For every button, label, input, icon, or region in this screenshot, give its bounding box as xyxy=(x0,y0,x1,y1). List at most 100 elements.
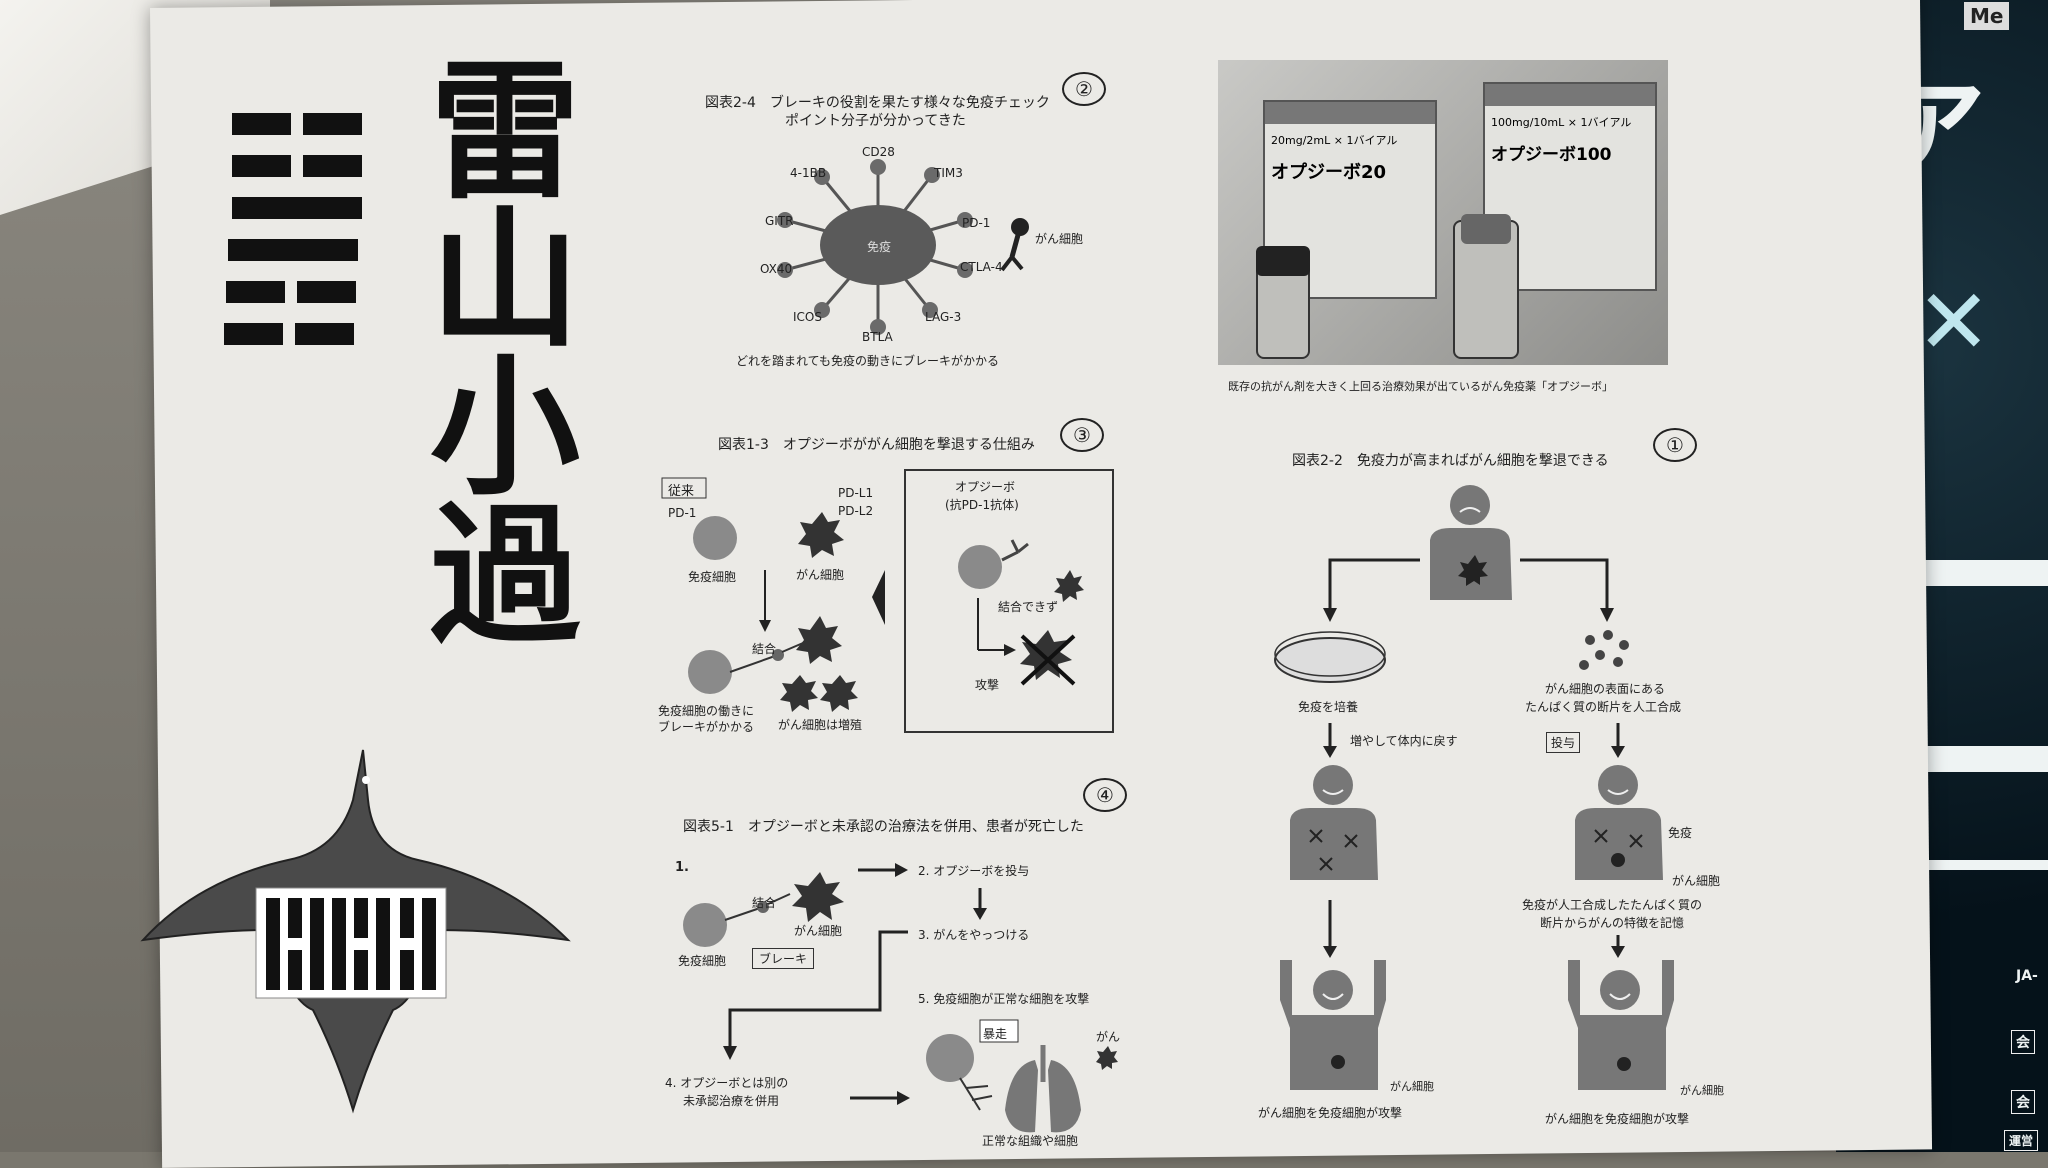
fig51-step4-2: 未承認治療を併用 xyxy=(683,1094,780,1108)
hexagram-icon xyxy=(224,113,362,345)
antibody-icon xyxy=(1001,539,1029,562)
fig22-culture: 免疫を培養 xyxy=(1298,700,1359,714)
fig22-return: 増やして体内に戻す xyxy=(1350,734,1458,748)
protein-fragments-icon xyxy=(1579,630,1629,670)
fig51-cancer: がん xyxy=(1096,1030,1121,1044)
patient-top-icon xyxy=(1430,485,1512,600)
fig22-memory-1: 免疫が人工合成したたんぱく質の xyxy=(1522,898,1703,912)
box20-dose: 20mg/2mL × 1バイアル xyxy=(1271,134,1398,147)
vial-large xyxy=(1453,214,1519,359)
magazine-kai: 会 xyxy=(2011,1030,2035,1054)
bird-chest-panel xyxy=(255,887,447,999)
fig13-immune-cell: 免疫細胞 xyxy=(688,570,737,584)
immune-cell-shape xyxy=(820,205,936,285)
circled-number-4: ④ xyxy=(1083,778,1127,812)
lungs-icon xyxy=(1005,1045,1081,1133)
runaway-box xyxy=(979,1019,1019,1043)
magazine-unei: 運営 xyxy=(2004,1130,2039,1151)
fig13-diagram xyxy=(661,469,1114,733)
fig51-title: 図表5-1 オプジーボと未承認の治療法を併用、患者が死亡した xyxy=(683,819,1084,835)
fig51-bind: 結合 xyxy=(752,896,777,910)
title-char-2: 山 xyxy=(429,192,580,368)
fig22-cancer: がん細胞 xyxy=(1672,874,1721,888)
immune-cell-icon xyxy=(683,903,727,947)
opdivo-box-20: 20mg/2mL × 1バイアル オプジーボ20 xyxy=(1263,100,1437,299)
hexagram-title: 雷 山 小 過 xyxy=(420,44,590,664)
fig22-attack-left: がん細胞を免疫細胞が攻撃 xyxy=(1258,1106,1403,1120)
title-char-4: 過 xyxy=(429,488,580,664)
box100-dose: 100mg/10mL × 1バイアル xyxy=(1491,116,1632,129)
fig51-step1: 1. xyxy=(675,860,689,875)
fig22-immune: 免疫 xyxy=(1668,826,1693,840)
box20-brand: オプジーボ20 xyxy=(1271,162,1387,183)
fig22-title: 図表2-2 免疫力が高まればがん細胞を撃退できる xyxy=(1292,453,1609,469)
bird-hexagram-icon xyxy=(266,898,436,990)
fig51-immune-cell: 免疫細胞 xyxy=(678,954,727,968)
title-char-3: 小 xyxy=(429,340,580,516)
title-char-1: 雷 xyxy=(429,44,580,220)
magazine-rule xyxy=(1896,860,2048,870)
photo-caption: 既存の抗がん剤を大きく上回る治療効果が出ているがん免疫薬「オプジーボ」 xyxy=(1228,380,1613,393)
cancer-figure-icon xyxy=(1000,218,1029,272)
fig13-conventional: 従来 xyxy=(668,484,695,499)
patient-right-bottom-icon xyxy=(1568,960,1674,1090)
fig13-title: 図表1-3 オプジーボががん細胞を撃退する仕組み xyxy=(718,437,1035,453)
fig13-brake-2: ブレーキがかかる xyxy=(658,720,755,734)
fig24-molecule-lag3: LAG-3 xyxy=(925,310,962,324)
circled-number-2: ② xyxy=(1062,72,1106,106)
trident-icon xyxy=(959,1077,993,1111)
petri-dish-icon xyxy=(1274,637,1386,683)
fig13-pdl2: PD-L2 xyxy=(838,504,874,518)
fig24-diagram xyxy=(777,159,1029,335)
fig22-attack-right: がん細胞を免疫細胞が攻撃 xyxy=(1545,1112,1690,1126)
magazine-ja: JA- xyxy=(2016,968,2038,984)
fig13-pdl1: PD-L1 xyxy=(838,486,874,500)
opdivo-photo: 20mg/2mL × 1バイアル オプジーボ20 100mg/10mL × 1バ… xyxy=(1218,60,1668,365)
circled-number-3: ③ xyxy=(1060,418,1104,452)
opdivo-box-100: 100mg/10mL × 1バイアル オプジーボ100 xyxy=(1483,82,1657,291)
opdivo-panel xyxy=(904,469,1114,733)
fig13-cannot-bind: 結合できず xyxy=(998,600,1059,614)
patient-right-middle-icon xyxy=(1575,765,1663,880)
fig51-step5: 5. 免疫細胞が正常な細胞を攻撃 xyxy=(918,992,1090,1006)
fig13-cancer-cell: がん細胞 xyxy=(796,568,845,582)
magazine-me: Me xyxy=(1964,2,2010,30)
bird-drawing xyxy=(140,749,571,1114)
cancer-cell-icon xyxy=(792,872,844,922)
fig22-memory-2: 断片からがんの特徴を記憶 xyxy=(1540,916,1685,930)
patient-left-bottom-icon xyxy=(1280,960,1386,1090)
fig13-attack: 攻撃 xyxy=(975,678,1000,692)
fig24-cancer-label: がん細胞 xyxy=(1035,232,1084,246)
fig51-cancer-cell: がん細胞 xyxy=(794,924,843,938)
fig24-molecule-gitr: GITR xyxy=(765,214,794,228)
fig13-brake-1: 免疫細胞の働きに xyxy=(658,704,755,718)
fig51-step4-1: 4. オプジーボとは別の xyxy=(665,1076,789,1090)
box100-brand: オプジーボ100 xyxy=(1491,145,1612,165)
fig24-molecule-icos: ICOS xyxy=(793,310,822,324)
circled-number-1: ① xyxy=(1653,428,1697,462)
cancer-cell-icon xyxy=(798,512,844,558)
fig13-bind: 結合 xyxy=(752,642,777,656)
fig22-cancer-left: がん細胞 xyxy=(1390,1080,1434,1093)
fig24-molecule-41bb: 4-1BB xyxy=(790,166,827,180)
fig24-molecule-ctla4: CTLA-4 xyxy=(960,260,1003,274)
fig22-synth-1: がん細胞の表面にある xyxy=(1545,682,1666,696)
immune-cell-icon xyxy=(693,516,737,560)
fig24-molecule-cd28: CD28 xyxy=(862,145,895,159)
fig24-molecule-tim3: TIM3 xyxy=(934,166,963,180)
patient-left-middle-icon xyxy=(1290,765,1378,880)
fig24-molecule-btla: BTLA xyxy=(862,330,893,344)
fig24-caption: どれを踏まれても免疫の動きにブレーキがかかる xyxy=(736,354,1000,368)
magazine-kai-2: 会 xyxy=(2011,1090,2035,1114)
fig51-step2: 2. オプジーボを投与 xyxy=(918,864,1030,878)
fig51-brake: ブレーキ xyxy=(752,948,815,969)
fig51-runaway: 暴走 xyxy=(983,1027,1008,1041)
fig22-dose: 投与 xyxy=(1546,732,1581,753)
fig13-opdivo: オプジーボ xyxy=(955,480,1016,494)
fig13-antibody: (抗PD-1抗体) xyxy=(945,498,1019,512)
fig24-center-label: 免疫 xyxy=(867,240,892,254)
fig51-diagram xyxy=(683,863,1118,1133)
magazine-glyph-ko xyxy=(1916,560,2048,772)
fig22-cancer-right: がん細胞 xyxy=(1680,1084,1724,1097)
fig24-molecule-pd1: PD-1 xyxy=(962,216,991,230)
